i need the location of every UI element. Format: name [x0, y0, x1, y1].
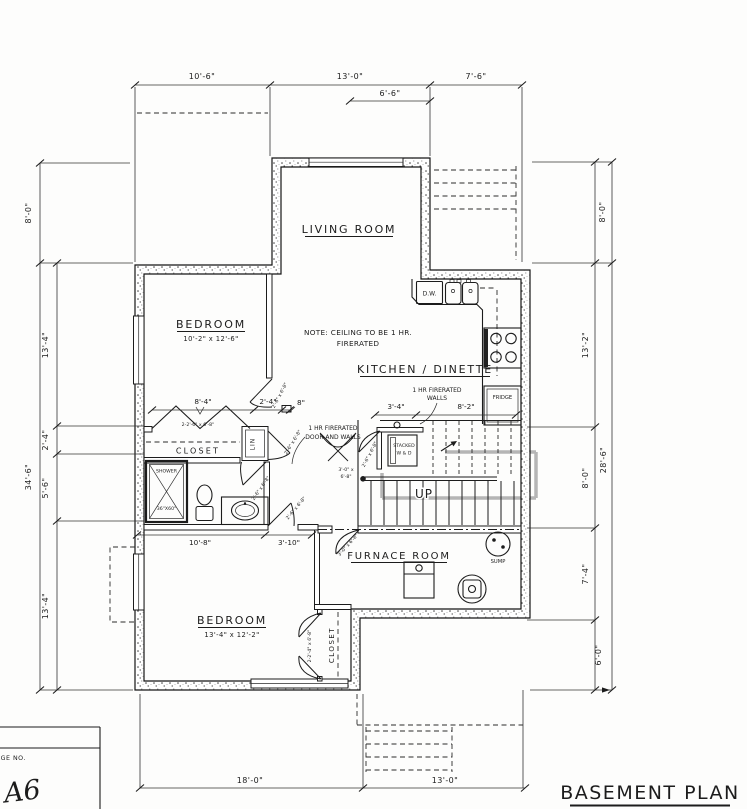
dim-bottom-2: 13'-0" [432, 776, 458, 785]
stacked-label-1: STACKED [393, 443, 415, 449]
living-room-window [308, 157, 404, 167]
dim-right-4: 8'-0" [581, 468, 590, 489]
fridge: FRIDGE [483, 385, 522, 426]
kitchen-sink [444, 279, 479, 305]
firerated-walls-note-1: 1 HR FIRERATED [412, 387, 462, 394]
page-no-label: PAGE NO. [0, 755, 26, 762]
stairs: UP [360, 421, 515, 525]
ceiling-note-1: NOTE: CEILING TO BE 1 HR. [304, 328, 412, 337]
dim-wall-stub: 8" [297, 398, 305, 407]
dimension-lines [35, 80, 617, 793]
bedroom2-bottom-window [250, 678, 349, 689]
door-size-firedoor-2: 6'-8" [340, 474, 351, 480]
sump-pump: SUMP [485, 531, 511, 565]
dim-right-3: 28'-6" [599, 447, 608, 473]
dishwasher-label: D.W. [423, 291, 437, 298]
closet1: CLOSET 2-2'-6" x 6'-8" [146, 405, 251, 456]
linen-label: LIN [250, 438, 257, 451]
closet2-label: CLOSET [328, 627, 336, 663]
sump-label: SUMP [491, 559, 506, 565]
dim-stair-1: 3'-4" [387, 402, 404, 411]
linen-closet: LIN [250, 438, 257, 451]
doors [240, 378, 381, 680]
door-size-hall: 2'-6" x 6'-8" [285, 496, 308, 521]
living-room-label: LIVING ROOM [302, 223, 397, 236]
stair-direction-arrow [450, 441, 457, 447]
vanity-sink [220, 496, 269, 526]
bedroom2-closet-doors [298, 612, 322, 680]
window-well-dashed [109, 546, 135, 623]
dim-stair-2: 8'-2" [457, 402, 474, 411]
dim-left-5: 5'-6" [41, 478, 50, 499]
stairs-above-dashed [432, 421, 512, 476]
bifold-size-label: 2-2'-6" x 6'-8" [182, 422, 215, 428]
dim-left-2: 13'-4" [41, 332, 50, 358]
shower: SHOWER 36"X60" [144, 459, 189, 524]
toilet [195, 484, 214, 521]
ceiling-note-2: FIRERATED [337, 339, 380, 348]
bedroom2-label: BEDROOM [197, 614, 267, 627]
bedroom2-size: 13'-4" x 12'-2" [204, 631, 259, 639]
dim-bed1-door: 2'-4" [259, 397, 276, 406]
beam-above-gray-lines [380, 450, 538, 500]
dim-right-6: 6'-0" [594, 645, 603, 666]
dim-hall-width: 3'-10" [278, 538, 300, 547]
fire-rated-double-door [319, 432, 357, 462]
dishwasher: D.W. [415, 280, 444, 305]
furnace-room-label: FURNACE ROOM [347, 551, 451, 562]
dim-top-2: 13'-0" [337, 72, 363, 81]
bifold-doors [151, 405, 251, 430]
bedroom1-label: BEDROOM [176, 318, 246, 331]
dim-right-1: 8'-0" [598, 202, 607, 223]
stacked-washer-dryer: STACKED W & D [387, 434, 418, 467]
laundry-door [358, 430, 381, 453]
bedroom2-left-window [109, 546, 145, 623]
door-size-bed2-closet: 2-2'-4" x 6'-8" [307, 630, 313, 663]
dim-top-3: 7'-6" [466, 72, 487, 81]
furnace-room-door [335, 529, 360, 555]
dim-closet-front: 8'-4" [194, 397, 211, 406]
dim-bottom-1: 18'-0" [237, 776, 263, 785]
hall-door [267, 502, 295, 527]
dim-left-6: 13'-4" [41, 593, 50, 619]
deck-stairs-above-dashed [434, 166, 517, 260]
stove [483, 327, 522, 369]
fridge-label: FRIDGE [493, 395, 512, 401]
stairs-up-label: UP [415, 487, 433, 501]
sheet-title: BASEMENT PLAN [560, 782, 740, 807]
bedroom1-door [249, 378, 273, 408]
door-size-firedoor-1: 3'-0" x [338, 467, 354, 473]
deck-stairs-below-dashed [356, 694, 523, 772]
kitchen-label: KITCHEN / DINETTE [357, 363, 493, 376]
firerated-walls-note-2: WALLS [427, 395, 447, 402]
firerated-door-note-1: 1 HR FIRERATED [308, 425, 358, 432]
page-number: A6 [0, 774, 42, 809]
dim-left-3: 2'-4" [41, 430, 50, 451]
dim-top-1: 10'-6" [189, 72, 215, 81]
dim-right-5: 7'-4" [581, 564, 590, 585]
dim-bath-width: 10'-8" [189, 538, 211, 547]
closet2: CLOSET [328, 612, 339, 677]
bedroom1-size: 10'-2" x 12'-6" [183, 335, 238, 343]
linen-door [267, 430, 291, 460]
shower-size-label: 36"X60" [157, 506, 176, 512]
newel-post [360, 476, 366, 482]
furnace [403, 561, 435, 599]
water-heater [457, 574, 487, 604]
stacked-label-2: W & D [397, 451, 412, 457]
title-block: PAGE NO. A6 [0, 726, 101, 809]
dim-left-1: 8'-0" [24, 203, 33, 224]
bedroom1-window [133, 315, 145, 385]
closet1-label: CLOSET [176, 447, 220, 456]
dim-left-4: 34'-6" [24, 464, 33, 490]
firerated-door-note-2: DOOR AND WALLS [305, 434, 361, 441]
dim-right-2: 13'-2" [581, 332, 590, 358]
plan-title: BASEMENT PLAN [560, 782, 740, 804]
bathroom-door [240, 461, 267, 486]
shower-label: SHOWER [156, 469, 178, 475]
dim-top-4: 6'-6" [380, 89, 401, 98]
